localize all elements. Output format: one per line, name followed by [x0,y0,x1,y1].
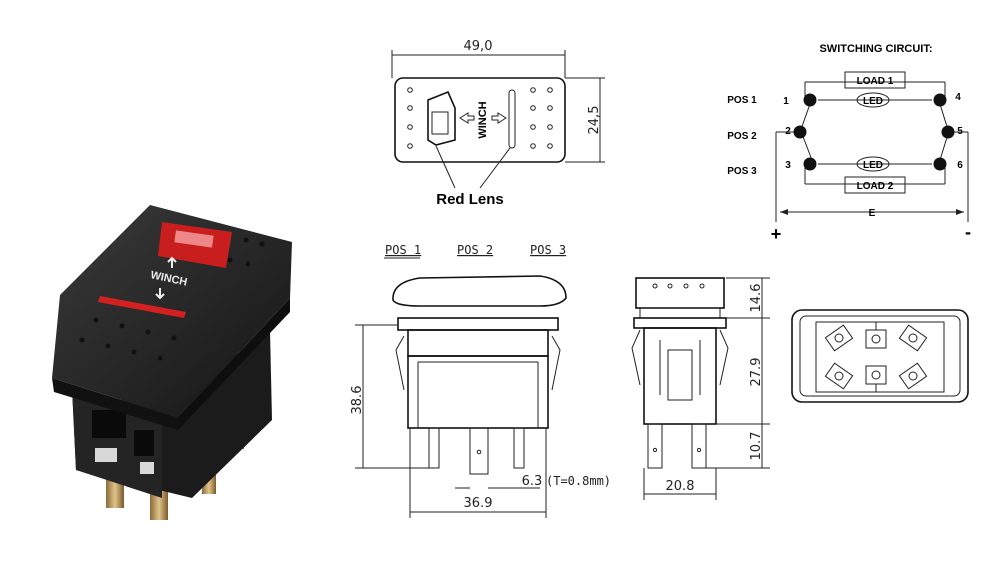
end-dim-top: 14.6 [749,284,764,313]
side-body-lower [407,355,549,429]
led-top [856,92,890,108]
side-terminal [428,427,440,469]
top-height-dim: 24,5 [587,106,602,135]
pin-6: 6 [957,160,963,171]
side-pos-3-label: POS 3 [530,243,566,257]
side-pos-2-label: POS 2 [457,243,493,257]
side-body-upper [407,329,549,357]
led-bottom [856,156,890,172]
pin-4: 4 [955,92,961,103]
pin-3: 3 [785,160,791,171]
circuit-pos-2: POS 2 [727,131,757,142]
top-holes [407,87,553,149]
circuit-pos-1: POS 1 [727,95,757,106]
side-width-dim: 36.9 [464,496,493,511]
photo-pin [106,478,124,508]
bottom-outline [791,309,969,403]
led-top-label: LED [863,96,883,107]
load1-box [844,71,906,89]
plus-sign: + [771,224,782,244]
end-terminal [647,423,663,469]
end-dim-mid: 27.9 [749,358,764,387]
photo-pin [150,490,168,520]
circuit-terminals [793,93,955,171]
switching-circuit: SWITCHING CIRCUIT: LOAD 1 LED LED LOAD 2… [727,43,971,244]
terminal-dim: 6.3 [522,474,543,489]
terminal-note: (T=0.8mm) [546,474,611,488]
minus-sign: - [965,222,971,242]
top-outline [394,77,566,163]
photo-led-bar [98,296,186,318]
bottom-view [791,309,969,403]
bottom-terminals [824,324,928,390]
end-body [643,327,717,425]
end-bezel [633,317,727,329]
led-bottom-label: LED [863,160,883,171]
load2-label: LOAD 2 [857,181,894,192]
side-height-dim: 38.6 [350,386,365,415]
circuit-pos-3: POS 3 [727,166,757,177]
red-lens-label: Red Lens [436,191,504,208]
side-rocker [392,275,567,307]
end-terminal [691,423,707,469]
top-view: 49,0 24,5 WINCH Red Lens [391,39,605,208]
switch-photo: WINCH [52,205,292,520]
end-rocker [635,277,725,309]
top-led-slot [508,89,516,149]
end-dim-bottom: 10.7 [749,432,764,461]
side-pos-1-label: POS 1 [385,243,421,257]
side-terminal [513,427,525,469]
pin-1: 1 [783,96,789,107]
side-bezel [397,317,559,331]
bus-label: E [869,208,876,219]
top-width-dim: 49,0 [464,39,493,54]
end-width-dim: 20.8 [666,479,695,494]
side-view: POS 1 POS 2 POS 3 38.6 36.9 6.3 (T=0.8mm… [350,243,611,518]
side-terminal [469,427,489,475]
load2-box [844,176,906,194]
top-winch-text: WINCH [477,101,489,138]
photo-dots [79,237,265,361]
end-view: 14.6 27.9 10.7 20.8 [631,277,770,500]
circuit-title: SWITCHING CIRCUIT: [819,43,932,55]
top-red-lens-shape [427,90,456,146]
load1-label: LOAD 1 [857,76,894,87]
